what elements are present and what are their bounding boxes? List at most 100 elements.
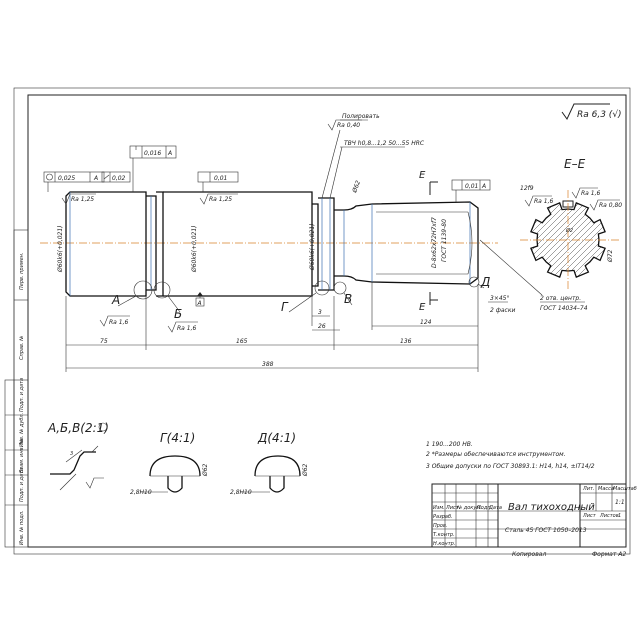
roughness-marks: Ra 1,25 Ra 1,25 Ra 1,6 Ra 1,6 Ra 0,40 [61, 119, 362, 333]
detail-abv-r: 3 [70, 451, 73, 457]
side-label-6: Подп. и дата [19, 468, 25, 502]
detail-g-title: Г(4:1) [160, 431, 195, 445]
side-label-2: Справ. № [19, 336, 25, 360]
side-label-1: Перв. примен. [19, 252, 25, 290]
diameter-4: Ø62 [351, 180, 362, 195]
tb-sheets-label: Листов [599, 513, 619, 519]
dim-3: 3 [318, 309, 322, 316]
sec-key-dim: 12f9 [520, 185, 534, 192]
tb-role-3: Т.контр. [433, 532, 455, 538]
spline-standard: ГОСТ 1139-80 [441, 219, 448, 262]
section-mark-bottom: Е [419, 302, 426, 313]
sec-ra-2: Ra 1,6 [534, 198, 553, 205]
tol-mid-value: 0,01 [214, 175, 227, 182]
sec-diameter: Ø72 [607, 249, 614, 263]
diameter-2: Ø60k6(+0,021) [191, 225, 198, 273]
detail-d-dim: 2,8Н10 [230, 489, 252, 496]
technical-notes: 1 190...200 НВ. 2 *Размеры обеспечиваютс… [426, 441, 595, 470]
detail-circle-b [153, 281, 171, 299]
detail-d-title: Д(4:1) [257, 431, 296, 445]
tb-sheet-label: Лист [582, 513, 597, 519]
center-note-1: 2 отв. центр. [540, 295, 581, 302]
detail-abv-title: А,Б,В(2:1) [47, 421, 109, 435]
dim-388: 388 [262, 361, 274, 368]
dim-two-chamfers: 2 фаски [490, 307, 515, 314]
title-block: Изм. Лист № докум. Подп. Дата Разраб. Пр… [431, 483, 637, 558]
tb-sheets-count: 1 [618, 513, 621, 519]
section-cut-marks: Е Е [419, 170, 438, 313]
tb-scale-header: Масштаб [613, 486, 637, 492]
tol-right-value: 0,01 [465, 183, 478, 190]
tolerance-frames: 0,025 А 0,02 0,016 А 0,01 0,01 А [43, 145, 491, 202]
tol-left-value: 0,025 [58, 175, 75, 182]
detail-label-a: А [111, 293, 120, 307]
shaft-main-view: А Б Г В Д Ø60k6(+0,021) Ø60k6(+0,021) Ø6… [40, 180, 498, 321]
hardening-note: ТВЧ h0,8...1,2 50...55 HRC [344, 140, 425, 147]
detail-circle-d [468, 276, 480, 288]
ra-mark-2: Ra 1,25 [209, 196, 232, 203]
datum-label: А [197, 300, 202, 307]
detail-abv: А,Б,В(2:1) 3 [47, 421, 109, 491]
ra-mark-3: Ra 1,6 [109, 319, 128, 326]
dim-136: 136 [400, 338, 412, 345]
sec-ra-3: Ra 0,80 [599, 202, 622, 209]
detail-g-dim: 2,8Н10 [130, 489, 152, 496]
side-label-5: Взам. инв. № [19, 439, 25, 473]
polish-note: Полировать [342, 113, 380, 120]
detail-d-diam: Ø62 [302, 463, 309, 477]
detail-circle-a [133, 280, 153, 300]
detail-g: Г(4:1) 2,8Н10 Ø62 [130, 431, 209, 496]
diameter-1: Ø60k6(+0,021) [57, 225, 64, 273]
tol-right-ref: А [481, 183, 486, 190]
detail-label-d: Д [480, 275, 490, 289]
tb-format: Формат А2 [592, 551, 626, 558]
ra-mark-1: Ra 1,25 [71, 196, 94, 203]
dim-26: 26 [318, 323, 326, 330]
side-label-3: Подп. и дата [19, 378, 25, 412]
dim-124: 124 [420, 319, 432, 326]
detail-g-diam: Ø62 [202, 463, 209, 477]
sec-radius: Ø2 [565, 227, 573, 234]
tb-role-1: Разраб. [433, 514, 453, 520]
tb-lit-header: Лит. [582, 486, 595, 492]
note-1: 1 190...200 НВ. [426, 441, 473, 448]
detail-label-b: Б [174, 307, 182, 321]
tb-role-2: Пров. [433, 523, 448, 529]
ra-mark-5: Ra 0,40 [337, 122, 360, 129]
tol-perp-value: 0,016 [144, 150, 161, 157]
general-roughness: Ra 6,3 (√) [561, 103, 622, 120]
side-label-4: Инв. № дубл. [19, 413, 25, 447]
detail-circle-g [314, 280, 330, 296]
tb-copied: Копировал [512, 551, 546, 558]
tb-row-4: Подп. [477, 505, 492, 511]
tol-perp-ref: А [167, 150, 172, 157]
part-material: Сталь 45 ГОСТ 1050–2013 [505, 527, 587, 534]
section-title: Е–Е [564, 157, 586, 171]
tb-row-2: Лист [445, 505, 460, 511]
dim-165: 165 [236, 338, 248, 345]
part-name: Вал тихоходный [508, 502, 595, 513]
tol-parallel-value: 0,02 [112, 175, 126, 182]
center-holes-note: 2 отв. центр. ГОСТ 14034–74 [479, 239, 588, 312]
side-strip: Перв. примен. Справ. № Подп. и дата Инв.… [4, 229, 29, 548]
detail-circle-v [333, 281, 347, 295]
detail-label-g: Г [281, 300, 289, 314]
tb-row-1: Изм. [433, 505, 445, 511]
center-note-2: ГОСТ 14034–74 [540, 305, 588, 312]
ra-mark-4: Ra 1,6 [177, 325, 196, 332]
dimensions: 75 165 136 388 124 3 26 3×45° 2 фаски [65, 282, 515, 372]
tb-role-4: Н.контр. [433, 541, 455, 547]
tb-row-3: № докум. [456, 505, 482, 511]
dim-chamfer: 3×45° [490, 295, 509, 302]
note-3: 3 Общие допуски по ГОСТ 30893.1: H14, h1… [426, 463, 595, 470]
note-2: 2 *Размеры обеспечиваются инструментом. [426, 451, 566, 458]
tb-mass-header: Масса [598, 486, 614, 492]
sec-ra-1: Ra 1,6 [581, 190, 600, 197]
section-view: Е–Е Ra 1,6 Ra 1,6 Ra 0,80 12f9 Ø72 Ø2 [520, 157, 622, 290]
tb-scale-value: 1:1 [615, 499, 625, 506]
roughness-general-text: Ra 6,3 (√) [577, 109, 622, 120]
section-mark-top: Е [419, 170, 426, 181]
side-label-7: Инв. № подл. [19, 511, 25, 546]
dim-75: 75 [100, 338, 108, 345]
